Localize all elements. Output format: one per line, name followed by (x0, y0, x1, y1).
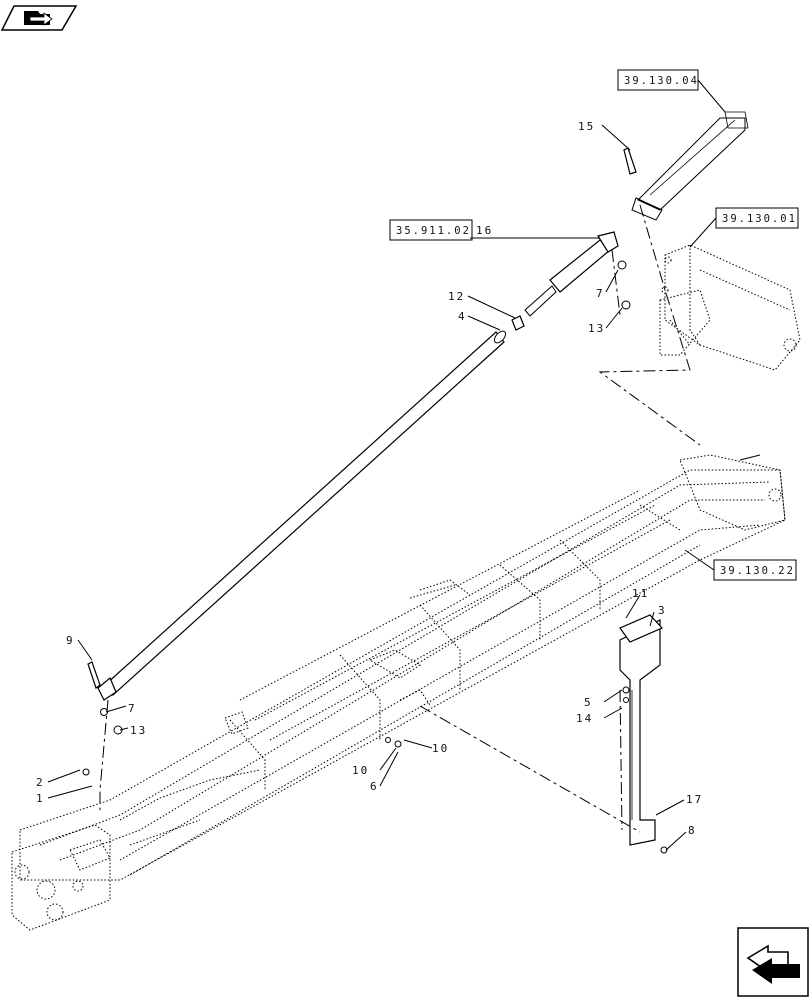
callout-14: 14 (576, 712, 593, 725)
svg-text:35.911.02: 35.911.02 (396, 225, 471, 237)
back-arrow-icon (24, 11, 53, 26)
callout-15: 15 (578, 120, 595, 133)
forward-arrow-icon (746, 944, 800, 984)
next-page-button[interactable] (737, 927, 809, 997)
callout-16: 16 (476, 224, 493, 237)
upper-link-arm (631, 111, 749, 221)
long-tube (97, 330, 507, 701)
callout-5: 5 (584, 696, 593, 709)
hardware-parts (82, 147, 761, 854)
prev-page-button[interactable] (0, 5, 78, 31)
callout-13-top: 13 (588, 322, 605, 335)
callout-7-top: 7 (596, 287, 605, 300)
ref-box-39-130-04[interactable]: 39.130.04 (617, 69, 699, 91)
callout-2: 2 (36, 776, 45, 789)
center-lines (99, 204, 701, 833)
ref-box-35-911-02[interactable]: 35.911.02 (389, 219, 473, 241)
callout-3: 3 (658, 604, 667, 617)
callout-6: 6 (370, 780, 379, 793)
callout-10-left: 10 (352, 764, 369, 777)
callout-13-left: 13 (130, 724, 147, 737)
upper-bracket-assembly (659, 244, 801, 371)
callout-7-left: 7 (128, 702, 137, 715)
callout-1: 1 (36, 792, 45, 805)
svg-text:39.130.22: 39.130.22 (720, 565, 795, 577)
svg-text:39.130.01: 39.130.01 (722, 213, 797, 225)
boom-frame (11, 454, 786, 931)
callout-12: 12 (448, 290, 465, 303)
svg-text:39.130.04: 39.130.04 (624, 75, 699, 87)
ref-box-39-130-01[interactable]: 39.130.01 (715, 207, 799, 229)
callout-17: 17 (686, 793, 703, 806)
leader-lines (47, 79, 726, 851)
callout-11: 11 (632, 587, 649, 600)
callout-4: 4 (458, 310, 467, 323)
hydraulic-cylinder (511, 231, 619, 331)
callout-labels: 15 16 7 13 12 4 11 3 9 7 13 5 14 2 1 10 … (36, 120, 703, 837)
ref-box-39-130-22[interactable]: 39.130.22 (713, 559, 797, 581)
callout-9: 9 (66, 634, 75, 647)
callout-8: 8 (688, 824, 697, 837)
support-post (619, 614, 664, 846)
callout-10-right: 10 (432, 742, 449, 755)
